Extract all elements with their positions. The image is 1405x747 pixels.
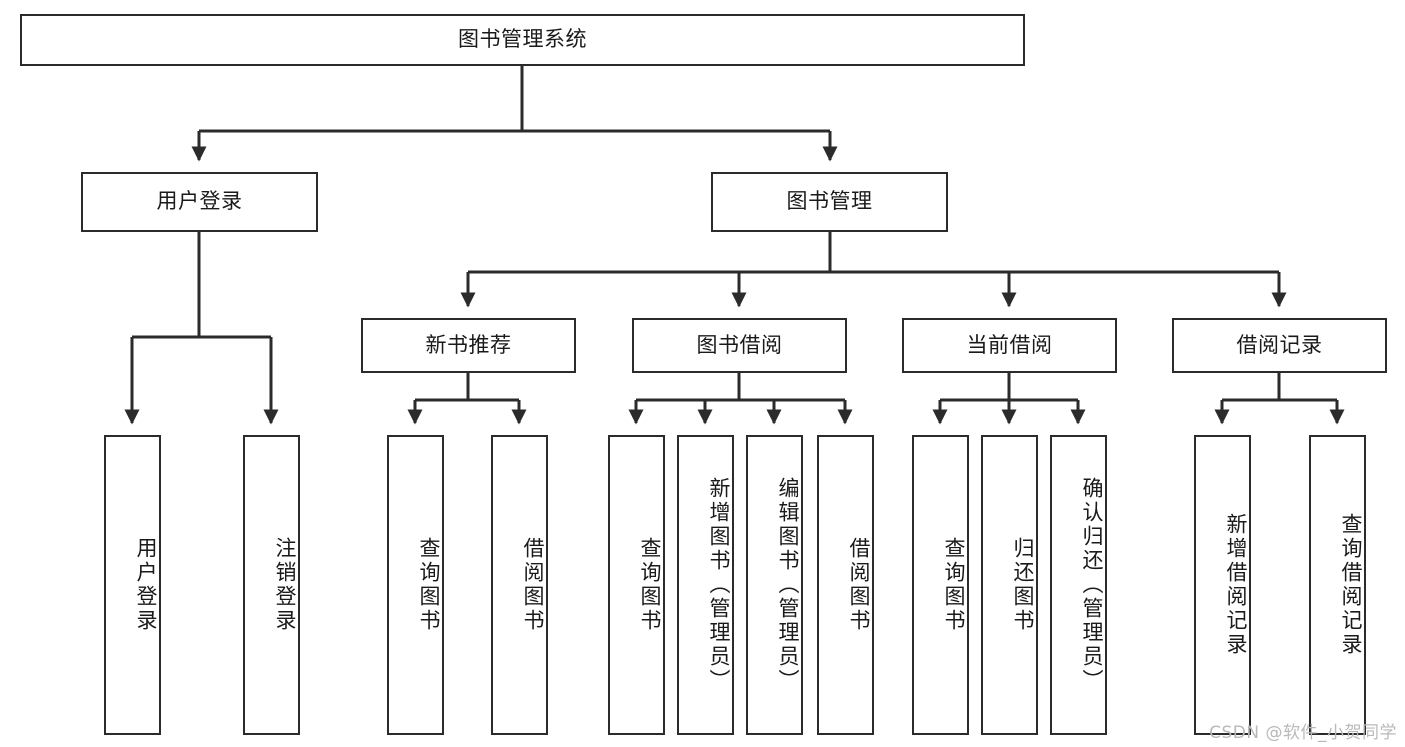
node-root-label: 图书管理系统 bbox=[458, 27, 587, 52]
node-current-borrow[interactable]: 当前借阅 bbox=[902, 318, 1117, 373]
node-leaf-borrow-book-2-label: 借阅图书 bbox=[847, 537, 871, 633]
node-leaf-edit-book-label: 编辑图书（管理员） bbox=[776, 477, 800, 693]
node-leaf-add-record-label: 新增借阅记录 bbox=[1224, 513, 1248, 657]
csdn-watermark: CSDN @软件_小贺同学 bbox=[1209, 723, 1397, 743]
node-leaf-query-book-3-label: 查询图书 bbox=[942, 537, 966, 633]
node-leaf-user-logout[interactable]: 注销登录 bbox=[243, 435, 300, 735]
node-leaf-borrow-book-1-label: 借阅图书 bbox=[521, 537, 545, 633]
node-book-borrow[interactable]: 图书借阅 bbox=[632, 318, 847, 373]
node-borrow-record[interactable]: 借阅记录 bbox=[1172, 318, 1387, 373]
node-leaf-edit-book[interactable]: 编辑图书（管理员） bbox=[746, 435, 803, 735]
node-leaf-user-login-label: 用户登录 bbox=[134, 537, 158, 633]
node-leaf-return-book[interactable]: 归还图书 bbox=[981, 435, 1038, 735]
node-leaf-query-record-label: 查询借阅记录 bbox=[1339, 513, 1363, 657]
node-borrow-record-label: 借阅记录 bbox=[1236, 332, 1323, 357]
node-leaf-query-book-1-label: 查询图书 bbox=[417, 537, 441, 633]
node-leaf-add-book-label: 新增图书（管理员） bbox=[707, 477, 731, 693]
node-leaf-user-login[interactable]: 用户登录 bbox=[104, 435, 161, 735]
node-leaf-query-book-2[interactable]: 查询图书 bbox=[608, 435, 665, 735]
node-user-login[interactable]: 用户登录 bbox=[81, 172, 318, 232]
node-leaf-add-record[interactable]: 新增借阅记录 bbox=[1194, 435, 1251, 735]
node-book-manage-label: 图书管理 bbox=[786, 189, 873, 214]
node-leaf-query-book-2-label: 查询图书 bbox=[638, 537, 662, 633]
node-root[interactable]: 图书管理系统 bbox=[20, 14, 1025, 66]
node-leaf-query-book-1[interactable]: 查询图书 bbox=[387, 435, 444, 735]
node-leaf-confirm-return[interactable]: 确认归还（管理员） bbox=[1050, 435, 1107, 735]
node-leaf-add-book[interactable]: 新增图书（管理员） bbox=[677, 435, 734, 735]
node-current-borrow-label: 当前借阅 bbox=[966, 332, 1053, 357]
node-leaf-return-book-label: 归还图书 bbox=[1011, 537, 1035, 633]
node-book-manage[interactable]: 图书管理 bbox=[711, 172, 948, 232]
node-leaf-query-book-3[interactable]: 查询图书 bbox=[912, 435, 969, 735]
node-leaf-user-logout-label: 注销登录 bbox=[273, 537, 297, 633]
node-leaf-confirm-return-label: 确认归还（管理员） bbox=[1080, 477, 1104, 693]
node-new-book-rec-label: 新书推荐 bbox=[425, 332, 512, 357]
node-leaf-query-record[interactable]: 查询借阅记录 bbox=[1309, 435, 1366, 735]
node-new-book-rec[interactable]: 新书推荐 bbox=[361, 318, 576, 373]
node-leaf-borrow-book-2[interactable]: 借阅图书 bbox=[817, 435, 874, 735]
node-book-borrow-label: 图书借阅 bbox=[696, 332, 783, 357]
node-leaf-borrow-book-1[interactable]: 借阅图书 bbox=[491, 435, 548, 735]
node-user-login-label: 用户登录 bbox=[156, 189, 243, 214]
